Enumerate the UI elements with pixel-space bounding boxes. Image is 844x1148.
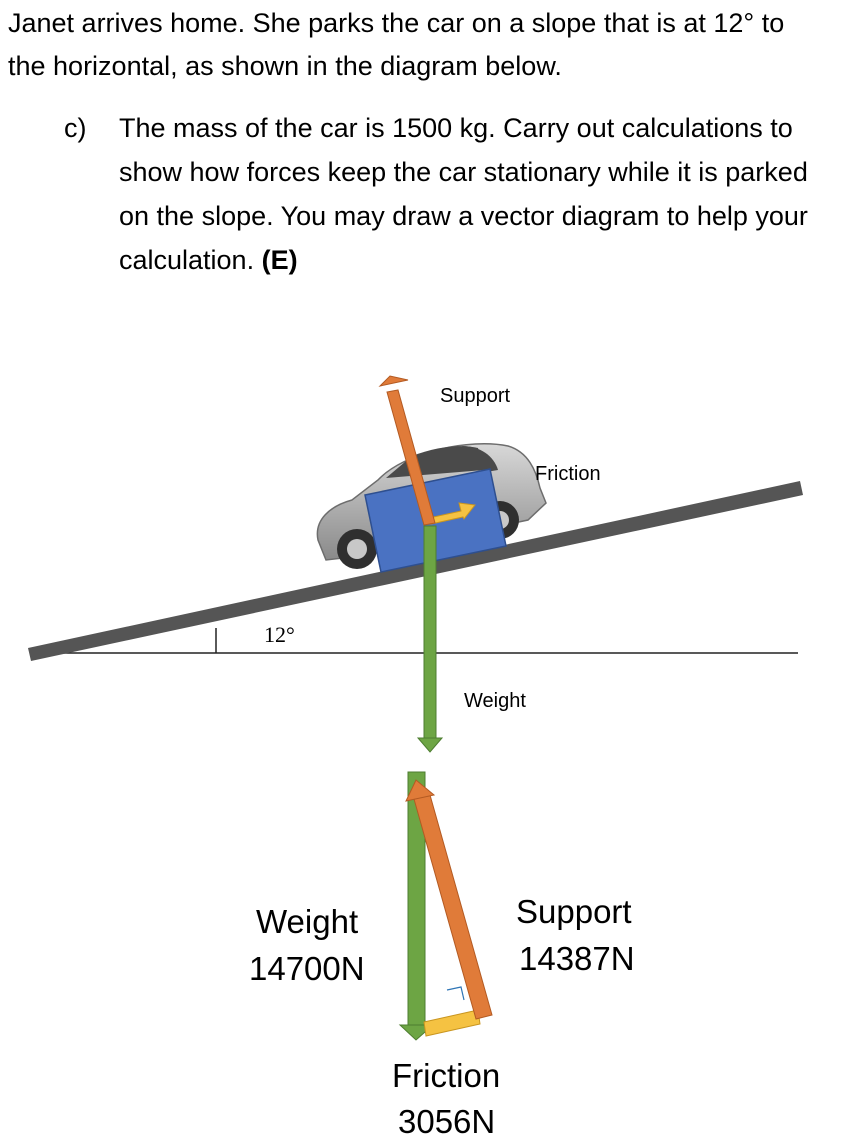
intro-text: Janet arrives home. She parks the car on…	[8, 8, 785, 81]
weight-label: Weight	[464, 690, 526, 712]
triangle-support-value: 14387N	[519, 940, 635, 977]
triangle-friction-value: 3056N	[398, 1103, 495, 1140]
support-arrow	[378, 375, 436, 526]
triangle-friction-arrow	[423, 1009, 481, 1037]
slope-ramp	[28, 481, 803, 661]
right-angle-marker	[446, 986, 465, 1001]
question-body: The mass of the car is 1500 kg. Carry ou…	[119, 106, 839, 282]
angle-label: 12°	[264, 622, 295, 647]
triangle-support-arrow	[405, 779, 493, 1020]
weight-arrow	[416, 525, 444, 753]
slope-scene: 12° Support Friction Weight	[28, 375, 803, 753]
triangle-weight-label: Weight	[256, 903, 358, 940]
support-label: Support	[440, 385, 510, 407]
vector-triangle	[398, 771, 493, 1041]
friction-label: Friction	[535, 463, 601, 485]
triangle-friction-label: Friction	[392, 1057, 500, 1094]
triangle-weight-value: 14700N	[249, 950, 365, 987]
question-text: The mass of the car is 1500 kg. Carry ou…	[119, 113, 808, 275]
question-label: c)	[64, 113, 87, 143]
triangle-support-label: Support	[516, 893, 632, 930]
question-mark: (E)	[261, 245, 298, 275]
friction-arrow	[428, 502, 476, 525]
